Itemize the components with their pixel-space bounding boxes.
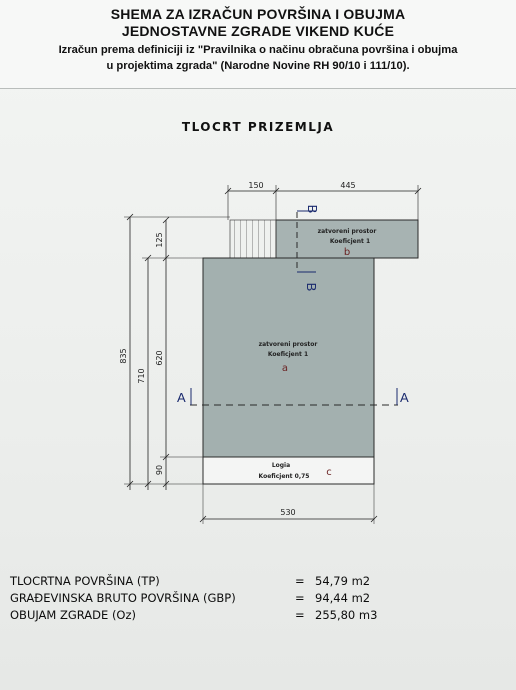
subtitle-line-2: u projektima zgrada" (Narodne Novine RH … xyxy=(106,60,410,72)
left-dimensions: 835 710 125 620 90 xyxy=(119,213,230,490)
dim-835-text: 835 xyxy=(119,348,128,363)
dim-620-text: 620 xyxy=(155,350,164,365)
title-line-2: JEDNOSTAVNE ZGRADE VIKEND KUĆE xyxy=(121,23,395,39)
room-a xyxy=(202,257,375,458)
section-b-top-label: B xyxy=(305,205,320,214)
results-block: TLOCRTNA POVRŠINA (TP) = 54,79 m2 GRAĐEV… xyxy=(10,574,510,625)
result-value: 255,80 m3 xyxy=(315,608,378,622)
result-row-oz: OBUJAM ZGRADE (Oz) = 255,80 m3 xyxy=(10,608,510,625)
room-c-label-1: Logia xyxy=(272,462,290,469)
room-c-letter: c xyxy=(326,467,332,478)
stairs-hatch xyxy=(229,219,277,259)
room-c-label-2: Koeficjent 0,75 xyxy=(259,473,310,480)
section-b-b: B B xyxy=(296,205,320,292)
result-value: 94,44 m2 xyxy=(315,591,371,605)
room-b-letter: b xyxy=(344,247,350,258)
result-row-tp: TLOCRTNA POVRŠINA (TP) = 54,79 m2 xyxy=(10,574,510,591)
result-label: GRAĐEVINSKA BRUTO POVRŠINA (GBP) xyxy=(10,591,236,605)
section-a-a: A A xyxy=(177,388,409,406)
section-b-bottom-label: B xyxy=(304,283,319,292)
room-b xyxy=(275,219,419,259)
result-equals: = xyxy=(295,591,305,605)
dim-445-text: 445 xyxy=(340,181,355,190)
top-dimension: 150 445 xyxy=(224,181,422,222)
section-a-right-label: A xyxy=(400,390,409,405)
result-row-gbp: GRAĐEVINSKA BRUTO POVRŠINA (GBP) = 94,44… xyxy=(10,591,510,608)
section-a-left-label: A xyxy=(177,390,186,405)
room-b-label-2: Koeficjent 1 xyxy=(330,238,370,245)
subtitle-line-1: Izračun prema definiciji iz "Pravilnika … xyxy=(58,44,458,56)
dim-530-text: 530 xyxy=(280,508,295,517)
plan-title: TLOCRT PRIZEMLJA xyxy=(181,120,335,134)
bottom-dimension: 530 xyxy=(199,484,378,524)
dim-150-text: 150 xyxy=(248,181,263,190)
result-equals: = xyxy=(295,608,305,622)
dim-710-text: 710 xyxy=(137,368,146,383)
dim-90-text: 90 xyxy=(155,465,164,475)
room-c xyxy=(202,456,375,485)
title-line-1: SHEMA ZA IZRAČUN POVRŠINA I OBUJMA xyxy=(110,6,406,22)
result-value: 54,79 m2 xyxy=(315,574,371,588)
result-label: TLOCRTNA POVRŠINA (TP) xyxy=(10,574,160,588)
result-label: OBUJAM ZGRADE (Oz) xyxy=(10,608,137,622)
room-a-letter: a xyxy=(282,363,288,374)
document-header: SHEMA ZA IZRAČUN POVRŠINA I OBUJMA JEDNO… xyxy=(0,0,516,89)
room-a-label-1: zatvoreni prostor xyxy=(259,341,318,348)
room-b-label-1: zatvoreni prostor xyxy=(318,228,377,235)
room-a-label-2: Koeficjent 1 xyxy=(268,351,308,358)
result-equals: = xyxy=(295,574,305,588)
dim-125-text: 125 xyxy=(155,232,164,247)
